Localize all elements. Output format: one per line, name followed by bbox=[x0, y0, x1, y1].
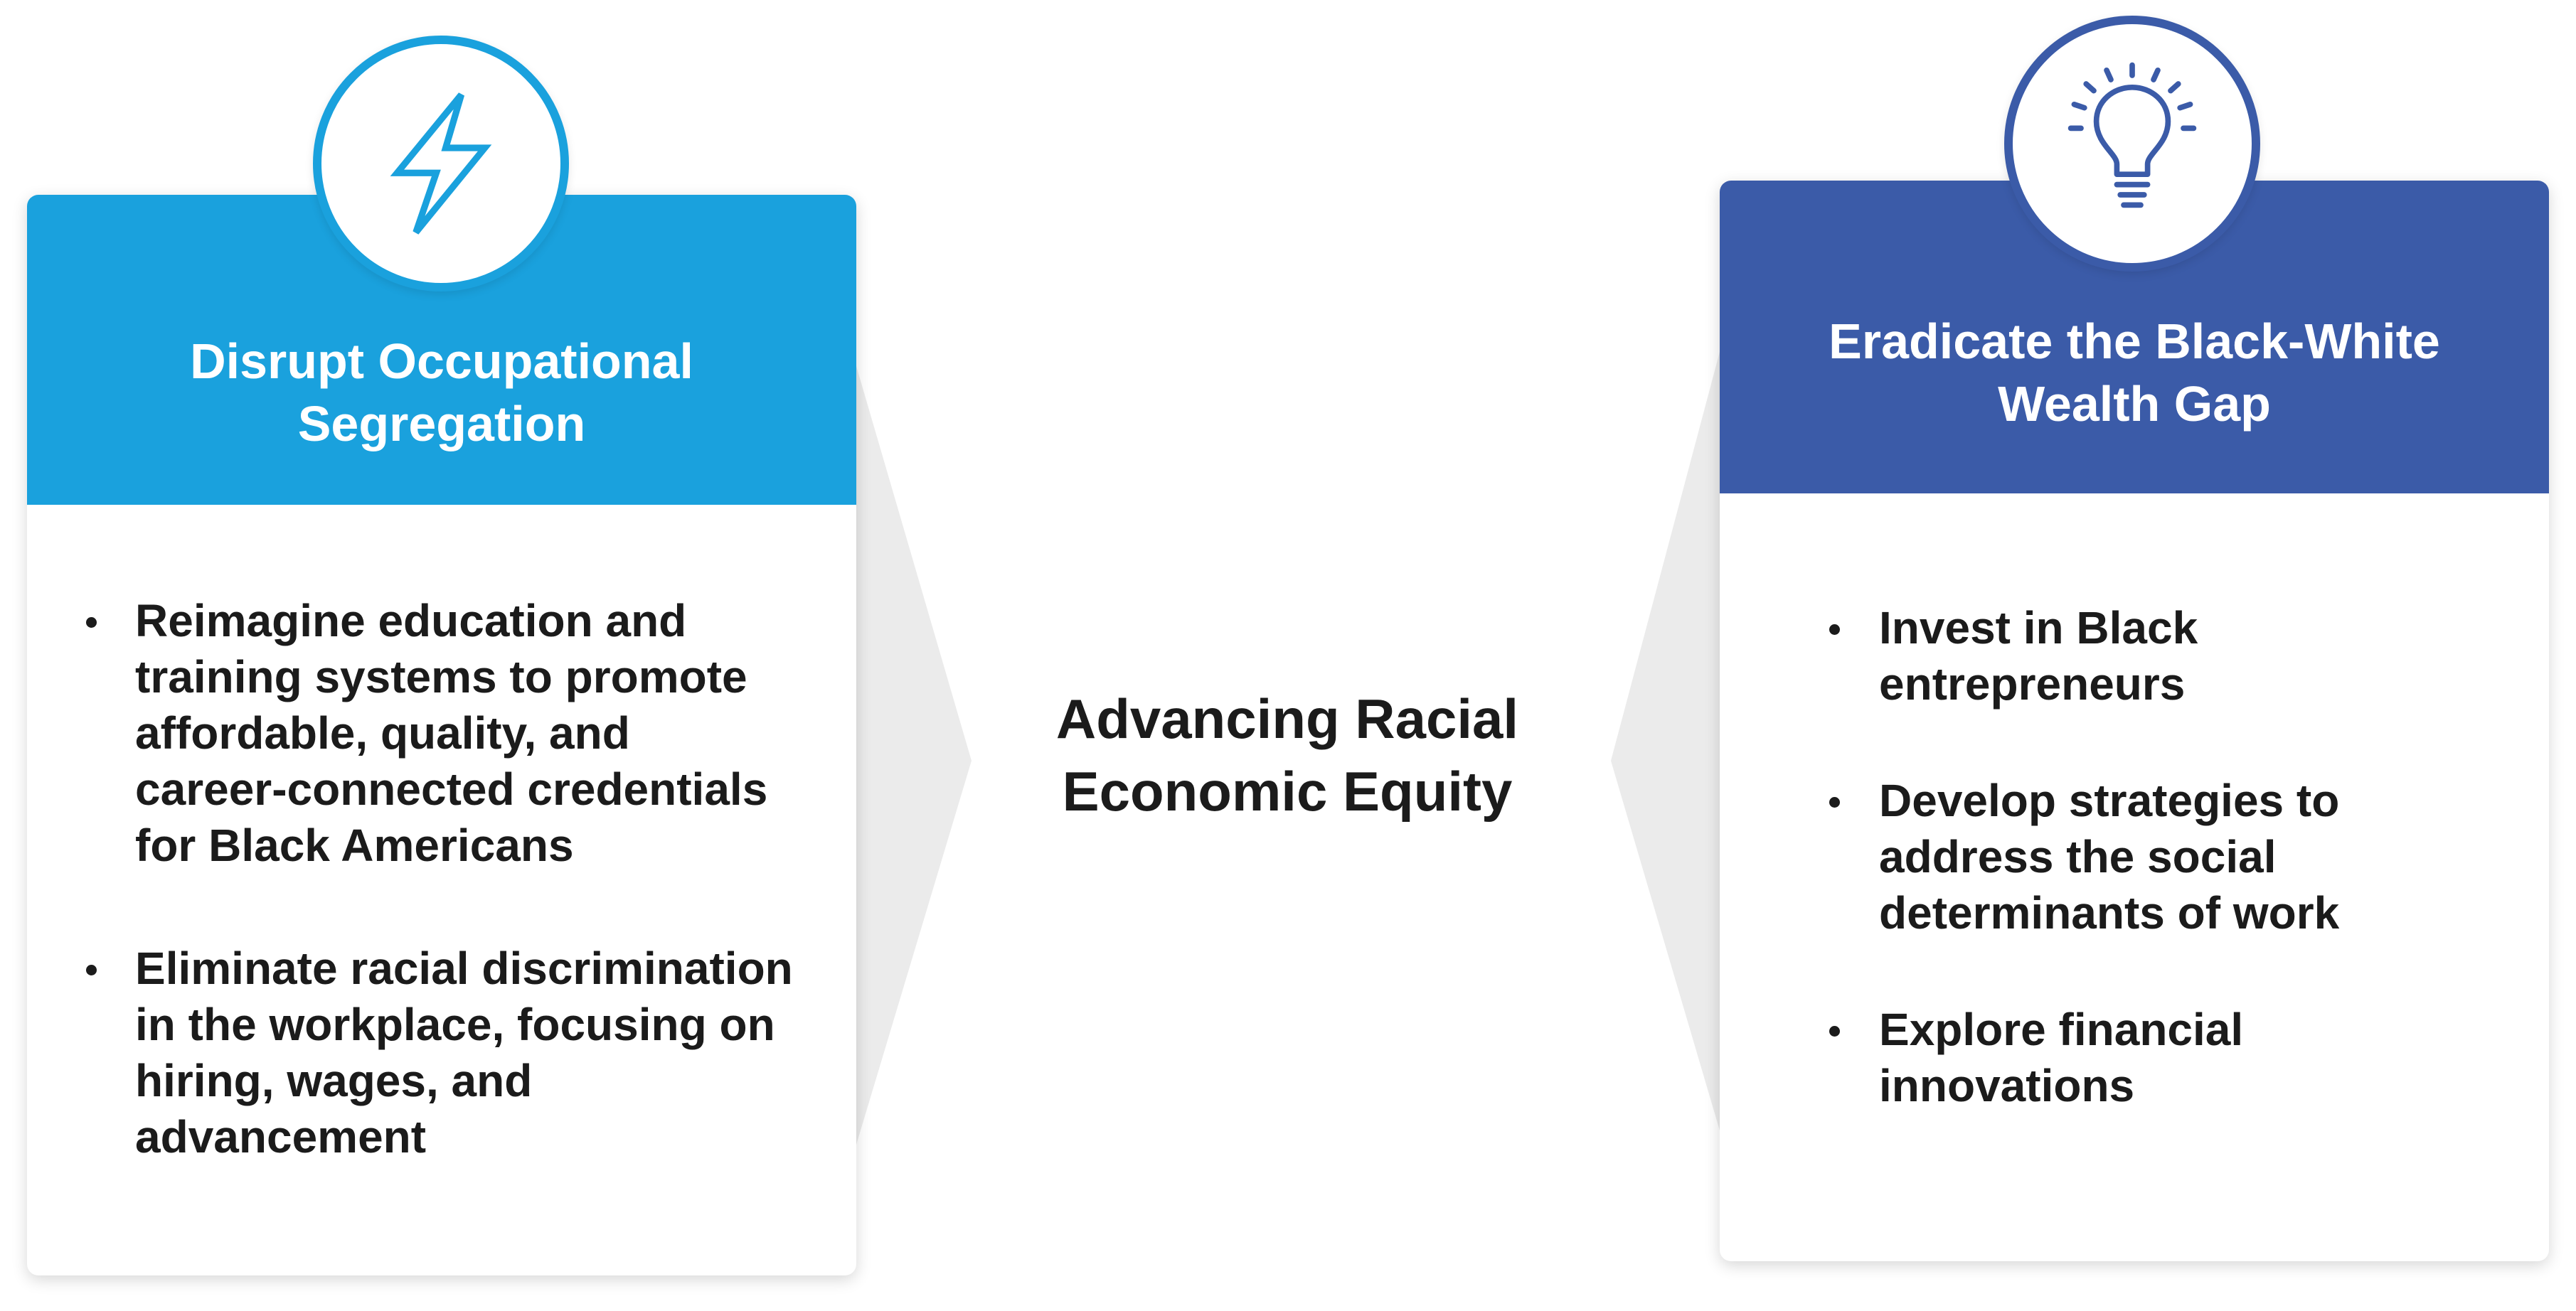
bullet-list-right: Invest in Black entrepreneurs Develop st… bbox=[1720, 600, 2549, 1174]
bullet-item: Reimagine education and training systems… bbox=[27, 593, 856, 874]
card-title-left-line2: Segregation bbox=[297, 396, 586, 451]
center-title-line1: Advancing Racial bbox=[1055, 687, 1519, 750]
bullet-dot bbox=[1829, 624, 1840, 635]
lightbulb-circle bbox=[2004, 16, 2260, 272]
lightning-circle bbox=[313, 36, 569, 291]
card-title-left-line1: Disrupt Occupational bbox=[190, 333, 693, 389]
bullet-dot bbox=[1829, 797, 1840, 808]
bullet-dot bbox=[1829, 1026, 1840, 1037]
card-disrupt-occupational-segregation: Disrupt Occupational Segregation Reimagi… bbox=[27, 195, 856, 1275]
center-title-line2: Economic Equity bbox=[1062, 760, 1513, 823]
card-title-right-line1: Eradicate the Black-White bbox=[1829, 314, 2440, 369]
bullet-item: Explore financial innovations bbox=[1720, 1002, 2549, 1114]
card-eradicate-wealth-gap: Eradicate the Black-White Wealth Gap Inv… bbox=[1720, 181, 2549, 1261]
lightbulb-icon bbox=[2067, 62, 2197, 208]
bullet-list-left: Reimagine education and training systems… bbox=[27, 593, 856, 1232]
bullet-item: Develop strategies to address the social… bbox=[1720, 773, 2549, 941]
lightning-bolt-icon bbox=[390, 92, 492, 235]
center-title: Advancing Racial Economic Equity bbox=[996, 683, 1579, 828]
card-title-right: Eradicate the Black-White Wealth Gap bbox=[1793, 310, 2476, 435]
card-title-left: Disrupt Occupational Segregation bbox=[100, 330, 783, 455]
bullet-item: Eliminate racial discrimination in the w… bbox=[27, 941, 856, 1165]
bullet-item: Invest in Black entrepreneurs bbox=[1720, 600, 2549, 712]
bullet-dot bbox=[86, 617, 97, 628]
connector-arrow-right bbox=[1611, 352, 1720, 1130]
card-title-right-line2: Wealth Gap bbox=[1998, 376, 2271, 432]
connector-arrow-left bbox=[856, 366, 972, 1145]
bullet-dot bbox=[86, 965, 97, 975]
